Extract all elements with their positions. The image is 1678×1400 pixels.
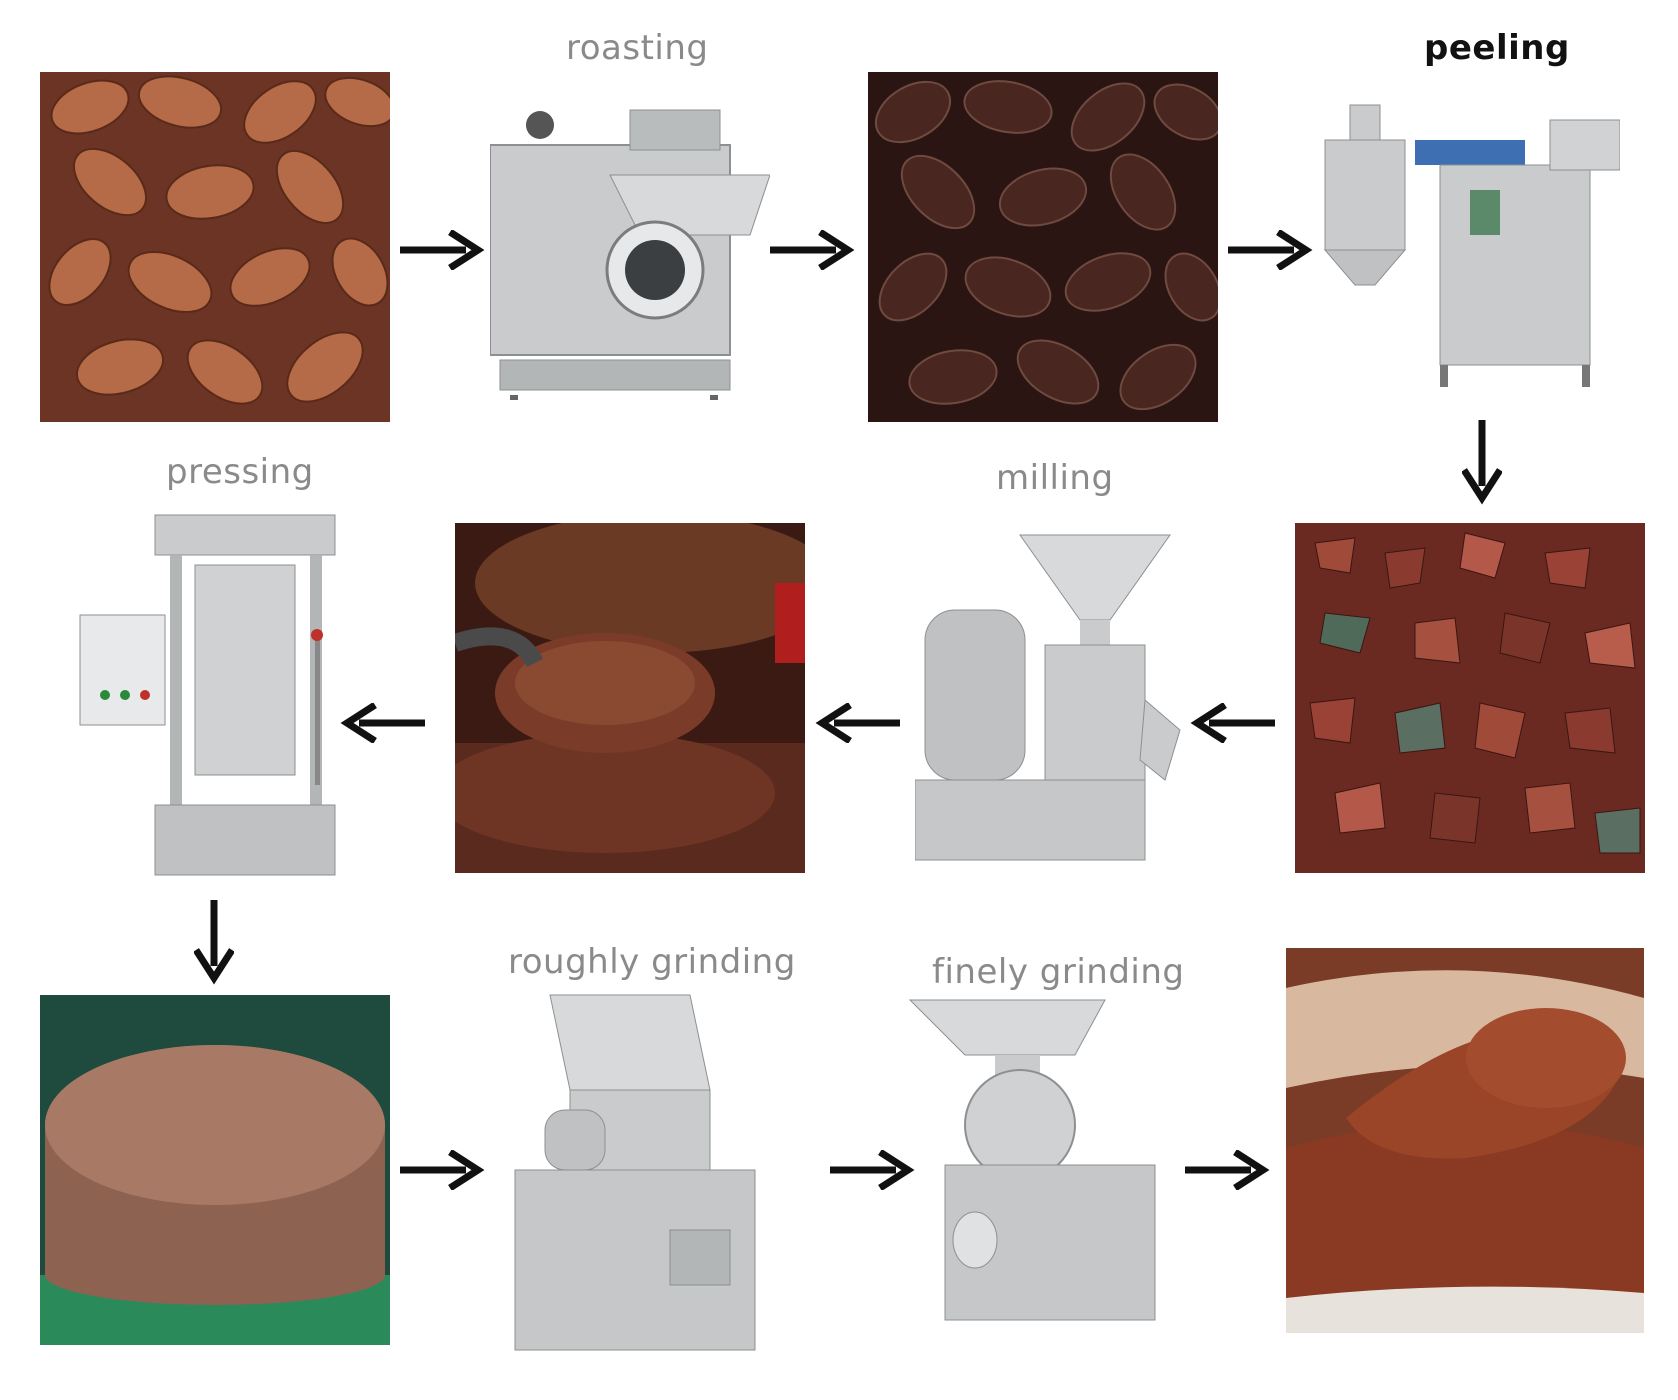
roasted-cocoa-beans-image bbox=[868, 72, 1218, 422]
label-roasting: roasting bbox=[566, 28, 709, 68]
arrow-right-icon bbox=[1185, 1150, 1275, 1190]
raw-cocoa-beans-image bbox=[40, 72, 390, 422]
cocoa-liquor-image bbox=[455, 523, 805, 873]
rough-grinder-image bbox=[510, 990, 760, 1360]
arrow-left-icon bbox=[810, 703, 900, 743]
fine-grinder-image bbox=[905, 995, 1165, 1325]
arrow-right-icon bbox=[1228, 230, 1318, 270]
label-pressing: pressing bbox=[166, 452, 314, 492]
label-finely-grinding: finely grinding bbox=[932, 952, 1185, 992]
cocoa-nibs-image bbox=[1295, 523, 1645, 873]
cocoa-cake-image bbox=[40, 995, 390, 1345]
roasting-machine-image bbox=[490, 105, 770, 400]
cocoa-powder-image bbox=[1286, 948, 1644, 1333]
colloid-mill-image bbox=[915, 530, 1185, 885]
arrow-right-icon bbox=[830, 1150, 920, 1190]
arrow-left-icon bbox=[1185, 703, 1275, 743]
arrow-left-icon bbox=[335, 703, 425, 743]
peeling-machine-image bbox=[1320, 100, 1620, 390]
label-milling: milling bbox=[996, 458, 1114, 498]
arrow-right-icon bbox=[400, 230, 490, 270]
arrow-down-icon bbox=[1462, 420, 1502, 510]
label-roughly-grinding: roughly grinding bbox=[508, 942, 796, 982]
hydraulic-press-image bbox=[75, 505, 355, 885]
label-peeling: peeling bbox=[1424, 28, 1570, 68]
arrow-right-icon bbox=[400, 1150, 490, 1190]
arrow-right-icon bbox=[770, 230, 860, 270]
arrow-down-icon bbox=[194, 900, 234, 990]
